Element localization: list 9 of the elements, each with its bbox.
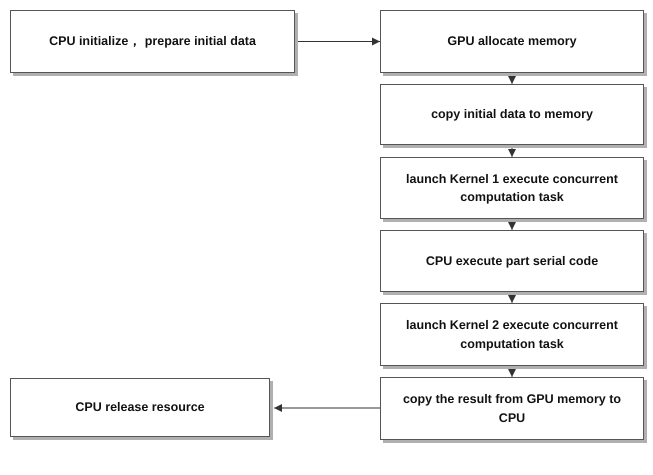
process-box: CPU execute part serial code	[380, 230, 644, 292]
process-box: launch Kernel 1 execute concurrent computation task	[380, 157, 644, 219]
process-box: copy initial data to memory	[380, 84, 644, 145]
process-box: launch Kernel 2 execute concurrent computation task	[380, 303, 644, 366]
process-box: GPU allocate memory	[380, 10, 644, 73]
process-box: CPU release resource	[10, 378, 270, 437]
process-box: CPU initialize， prepare initial data	[10, 10, 295, 73]
arrow	[274, 404, 380, 412]
process-box: copy the result from GPU memory to CPU	[380, 377, 644, 440]
